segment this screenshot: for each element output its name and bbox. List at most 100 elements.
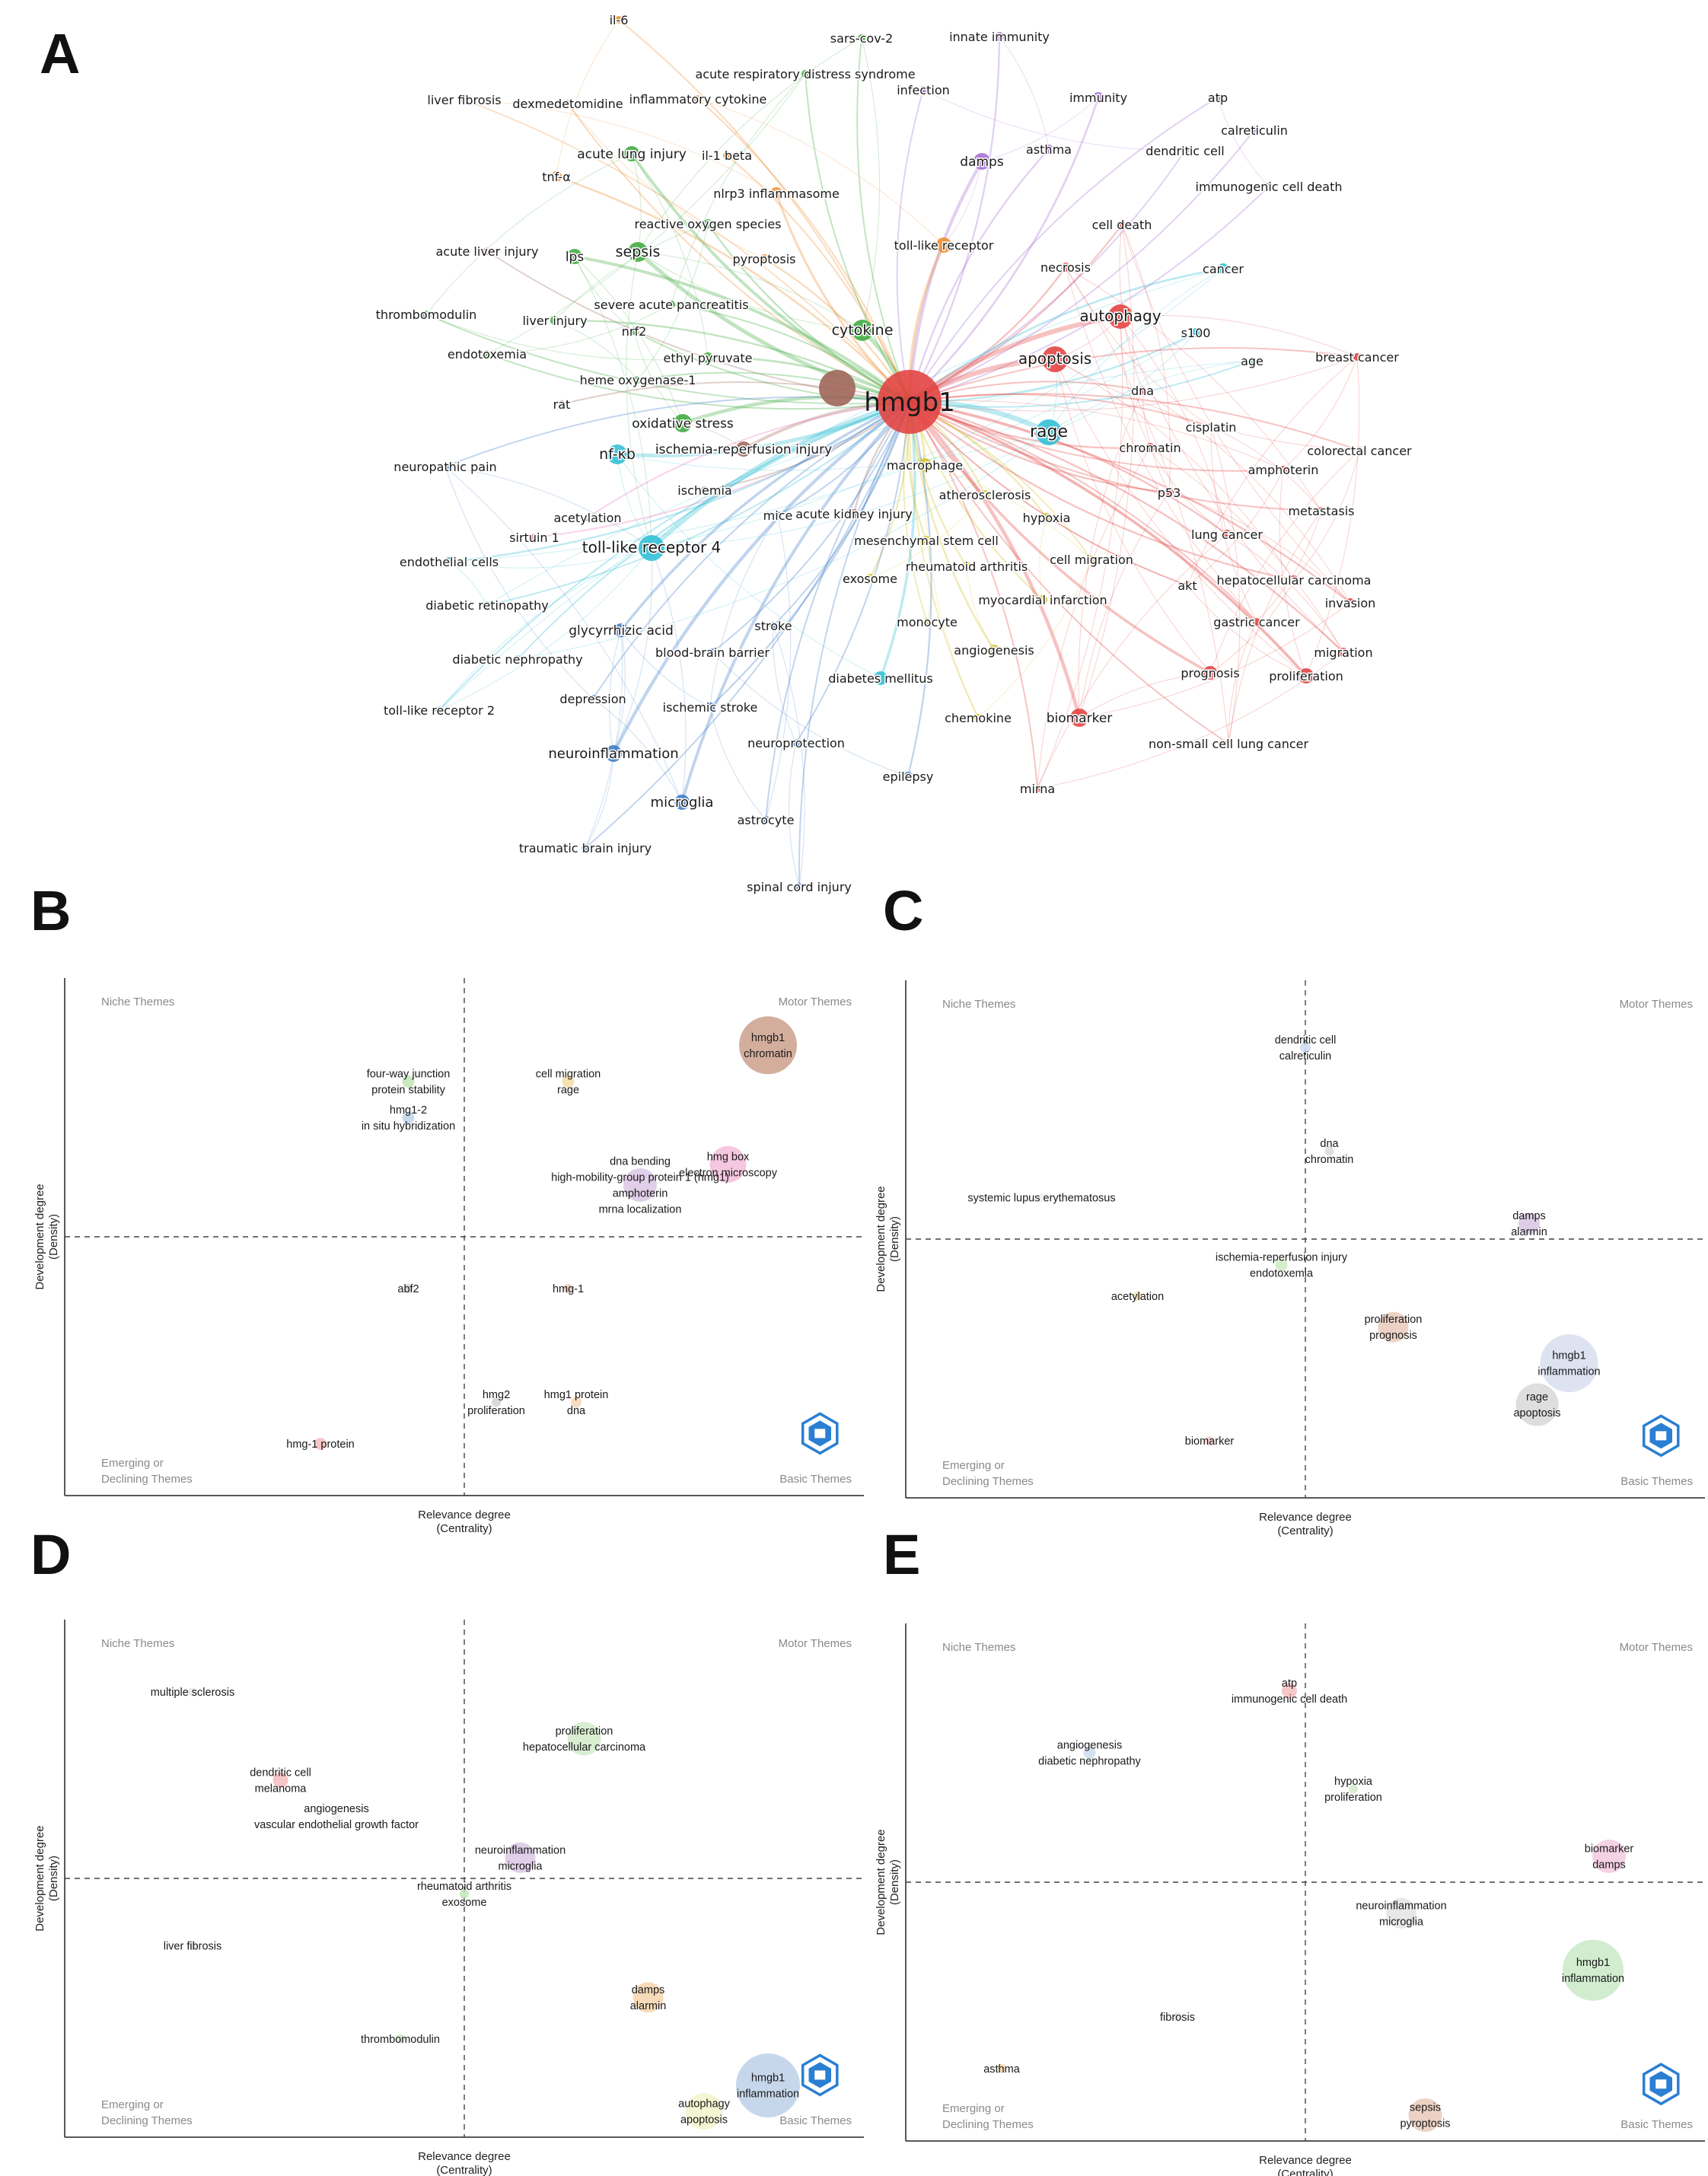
network-edge — [592, 401, 910, 699]
network-label-age: age — [1241, 354, 1263, 368]
theme-bubble-hmg-1-protein — [314, 1438, 327, 1450]
network-label-immunity: immunity — [1069, 91, 1127, 105]
network-label-glycyr: glycyrrhizic acid — [569, 623, 674, 639]
theme-label-hmg2: hmg2 — [483, 1389, 510, 1401]
network-label-tlr4: toll-like receptor 4 — [582, 538, 722, 556]
network-edge — [464, 99, 777, 194]
network-node-asthma — [1044, 145, 1053, 154]
network-node-autophagy — [1108, 304, 1133, 329]
network-edge — [1065, 266, 1322, 511]
network-edge — [908, 36, 1001, 403]
theme-bubble-damps — [633, 1982, 664, 2013]
network-edge — [773, 625, 797, 744]
theme-bubble-rheumatoid-arthritis — [460, 1889, 469, 1899]
network-edge — [707, 223, 910, 403]
network-node-dexmed — [564, 100, 572, 107]
theme-label-dna-bending: dna bending — [610, 1156, 671, 1168]
network-node-angiogen — [989, 645, 999, 655]
network-node-aki — [849, 509, 859, 518]
network-node-prognosis — [1203, 666, 1217, 680]
network-edge — [445, 466, 652, 549]
network-label-ethylpyr: ethyl pyruvate — [664, 351, 753, 365]
theme-bubble-hmg1-2 — [402, 1111, 415, 1124]
network-node-ros — [703, 219, 712, 228]
network-edge — [574, 256, 635, 332]
theme-bubble-proliferation — [567, 1722, 601, 1756]
network-label-lps: lps — [566, 250, 585, 265]
quadrant-label-declining: Declining Themes — [101, 1473, 193, 1486]
network-edge — [909, 129, 1255, 403]
network-edge — [637, 251, 863, 331]
theme-bubble-dendritic-cell — [1300, 1042, 1311, 1053]
theme-bubble-hmg1-protein — [571, 1397, 582, 1408]
theme-bubble-rage — [1515, 1383, 1559, 1426]
network-label-hypoxia: hypoxia — [1023, 511, 1071, 525]
theme-label-diabetic-nephropathy: diabetic nephropathy — [1038, 1756, 1141, 1768]
network-label-inflcyto: inflammatory cytokine — [629, 92, 767, 107]
network-edge — [486, 304, 672, 355]
network-label-cisplatin: cisplatin — [1186, 420, 1237, 435]
y-axis-subtitle: (Density) — [888, 1859, 901, 1905]
network-label-nsclc: non-small cell lung cancer — [1149, 737, 1309, 751]
network-label-apoptosis: apoptosis — [1018, 349, 1091, 368]
network-edge — [909, 401, 1295, 581]
network-label-rage: rage — [1030, 422, 1068, 441]
theme-bubble-dna — [1324, 1146, 1334, 1156]
watermark-hexagon-icon — [801, 2053, 839, 2097]
network-edge — [617, 400, 911, 457]
network-edge — [448, 332, 1197, 562]
network-label-exosome: exosome — [843, 572, 897, 586]
y-axis-title: Development degree — [33, 1825, 46, 1931]
theme-label-vascular-endothelial-growth-factor: vascular endothelial growth factor — [254, 1819, 419, 1831]
network-node-liverfib — [461, 97, 467, 103]
network-label-astrocyte: astrocyte — [738, 813, 795, 827]
theme-bubble-angiogenesis — [1083, 1747, 1096, 1759]
network-label-cancer: cancer — [1203, 262, 1244, 276]
network-node-neuroprot — [792, 739, 800, 747]
theme-label-asthma: asthma — [983, 2063, 1020, 2076]
theme-label-inflammation: inflammation — [1538, 1366, 1600, 1378]
network-edge — [1305, 356, 1360, 677]
theme-label-dna: dna — [567, 1405, 586, 1417]
network-node-icd — [1265, 183, 1273, 190]
theme-label-biomarker: biomarker — [1185, 1435, 1235, 1448]
network-edge — [1209, 450, 1360, 674]
network-node-sepsis — [628, 242, 648, 262]
theme-label-dna: dna — [1320, 1138, 1339, 1150]
network-node-mirna — [1034, 785, 1041, 792]
network-edge — [636, 250, 910, 404]
network-edge — [438, 268, 1224, 711]
network-edge — [1283, 356, 1358, 470]
network-label-prognosis: prognosis — [1181, 666, 1239, 680]
network-edge — [1187, 469, 1284, 586]
network-edge — [909, 97, 1219, 403]
theme-label-in-situ-hybridization: in situ hybridization — [362, 1120, 455, 1133]
quadrant-label-niche: Niche Themes — [101, 1637, 174, 1650]
network-label-nrf2: nrf2 — [622, 324, 647, 339]
network-label-nfkb: nf-κb — [599, 446, 636, 463]
network-edge — [613, 629, 626, 754]
network-edge — [1079, 224, 1135, 718]
panel-label-d: D — [30, 1523, 71, 1586]
network-node-nrf2 — [630, 327, 638, 335]
theme-bubble-hmg2 — [492, 1397, 501, 1407]
network-node-oxstress — [674, 414, 692, 432]
network-edge — [1209, 579, 1295, 674]
theme-bubble-fibrosis — [1173, 2012, 1182, 2021]
network-edge — [1142, 390, 1351, 604]
network-edge — [909, 393, 1360, 451]
network-label-chemokine: chemokine — [945, 711, 1012, 725]
theme-label-thrombomodulin: thrombomodulin — [361, 2034, 440, 2046]
network-edge — [1037, 316, 1123, 789]
network-edge — [909, 393, 1212, 428]
theme-label-mrna-localization: mrna localization — [599, 1204, 682, 1216]
network-node-sap — [668, 301, 675, 308]
theme-label-pyroptosis: pyroptosis — [1400, 2118, 1450, 2130]
network-node-thrombomod — [422, 311, 430, 318]
network-edge — [609, 629, 622, 754]
network-edge — [709, 515, 779, 708]
theme-label-multiple-sclerosis: multiple sclerosis — [151, 1687, 234, 1699]
watermark-hexagon-icon — [801, 1412, 839, 1455]
